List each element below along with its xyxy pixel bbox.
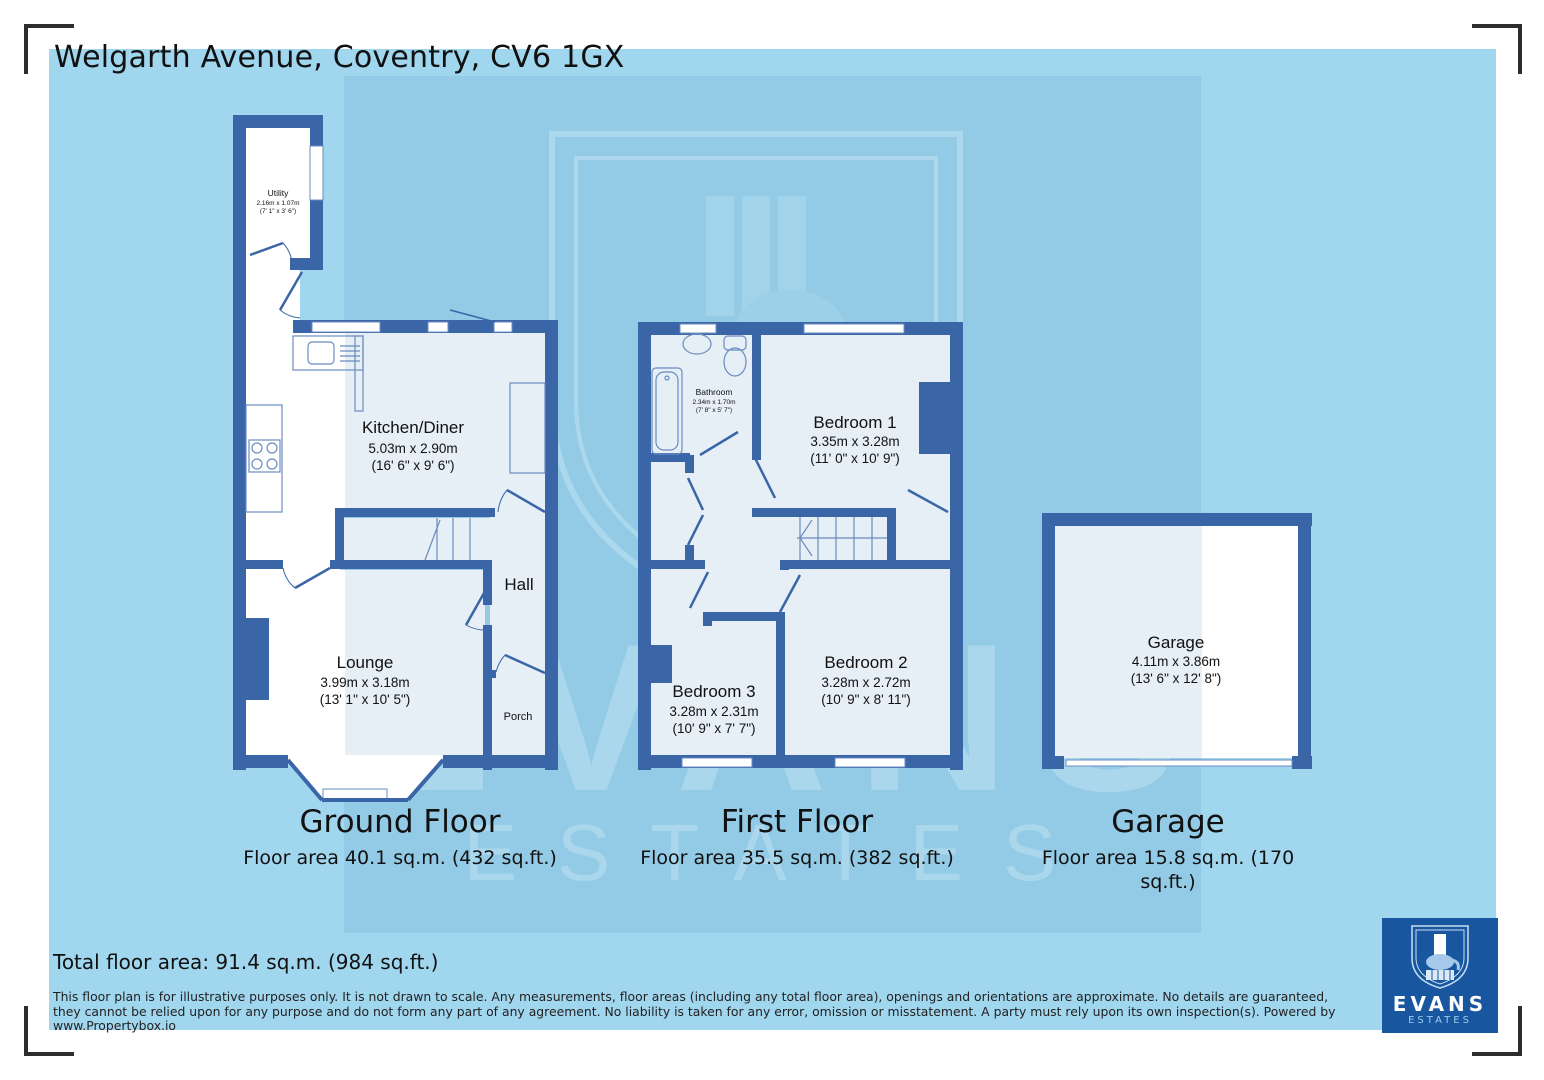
crest-elephant-icon — [1411, 925, 1469, 989]
evans-estates-logo: EVANS ESTATES — [1382, 918, 1498, 1033]
property-address-title: Welgarth Avenue, Coventry, CV6 1GX — [54, 40, 625, 75]
svg-text:4.11m x 3.86m: 4.11m x 3.86m — [1132, 654, 1220, 669]
svg-text:(10' 9" x 7' 7"): (10' 9" x 7' 7") — [672, 721, 755, 736]
crop-mark-top-left — [24, 24, 74, 74]
svg-text:Kitchen/Diner: Kitchen/Diner — [362, 418, 464, 437]
svg-text:3.99m x 3.18m: 3.99m x 3.18m — [320, 675, 409, 690]
floor-area: Floor area 35.5 sq.m. (382 sq.ft.) — [640, 847, 954, 869]
svg-text:(16' 6" x 9' 6"): (16' 6" x 9' 6") — [371, 458, 454, 473]
svg-text:ESTATES: ESTATES — [464, 808, 1097, 897]
svg-text:Bedroom 2: Bedroom 2 — [824, 653, 907, 672]
crop-mark-bottom-left — [24, 1006, 74, 1056]
svg-text:5.03m x 2.90m: 5.03m x 2.90m — [368, 441, 457, 456]
svg-text:2.34m x 1.70m: 2.34m x 1.70m — [693, 399, 736, 406]
svg-text:Garage: Garage — [1148, 633, 1205, 652]
logo-brand: EVANS — [1392, 992, 1488, 1016]
svg-text:Utility: Utility — [268, 188, 290, 198]
svg-text:(7' 8" x 5' 7"): (7' 8" x 5' 7") — [696, 407, 732, 414]
svg-text:3.35m x 3.28m: 3.35m x 3.28m — [810, 434, 899, 449]
svg-text:Lounge: Lounge — [337, 653, 394, 672]
svg-text:Porch: Porch — [504, 711, 533, 723]
floor-area-line-1: Floor area 15.8 sq.m. (170 — [1041, 847, 1295, 869]
floor-name: Ground Floor — [299, 804, 501, 840]
svg-text:3.28m x 2.72m: 3.28m x 2.72m — [821, 675, 910, 690]
svg-text:3.28m x 2.31m: 3.28m x 2.31m — [669, 704, 758, 719]
floor-name: First Floor — [720, 804, 874, 840]
first-floor-plan: Bathroom 2.34m x 1.70m (7' 8" x 5' 7") B… — [638, 322, 963, 770]
floor-area-line-2: sq.ft.) — [1140, 871, 1196, 893]
floor-area: Floor area 15.8 sq.m. (170 sq.ft.) — [1018, 846, 1318, 894]
svg-text:Bedroom 1: Bedroom 1 — [813, 413, 896, 432]
svg-text:(13' 1" x 10' 5"): (13' 1" x 10' 5") — [320, 692, 411, 707]
crop-mark-bottom-right — [1472, 1006, 1522, 1056]
svg-text:Bedroom 3: Bedroom 3 — [672, 682, 755, 701]
svg-text:Bathroom: Bathroom — [696, 387, 733, 397]
svg-text:2.16m x 1.07m: 2.16m x 1.07m — [257, 200, 300, 207]
garage-caption: Garage Floor area 15.8 sq.m. (170 sq.ft.… — [1018, 804, 1318, 894]
svg-text:Hall: Hall — [504, 575, 533, 594]
floor-area: Floor area 40.1 sq.m. (432 sq.ft.) — [243, 847, 557, 869]
disclaimer-text: This floor plan is for illustrative purp… — [53, 989, 1336, 1034]
svg-text:(13' 6" x 12' 8"): (13' 6" x 12' 8") — [1131, 671, 1222, 686]
svg-text:(7' 1" x 3' 6"): (7' 1" x 3' 6") — [260, 208, 296, 215]
svg-text:(11' 0" x 10' 9"): (11' 0" x 10' 9") — [810, 451, 900, 466]
svg-text:(10' 9" x 8' 11"): (10' 9" x 8' 11") — [821, 692, 911, 707]
ground-floor-plan: Utility 2.16m x 1.07m (7' 1" x 3' 6") Ki… — [233, 115, 558, 802]
floor-name: Garage — [1111, 804, 1225, 840]
ground-floor-caption: Ground Floor Floor area 40.1 sq.m. (432 … — [200, 804, 600, 870]
total-floor-area: Total floor area: 91.4 sq.m. (984 sq.ft.… — [53, 950, 439, 974]
first-floor-caption: First Floor Floor area 35.5 sq.m. (382 s… — [597, 804, 997, 870]
logo-subtitle: ESTATES — [1408, 1015, 1472, 1026]
crop-mark-top-right — [1472, 24, 1522, 74]
garage-plan: Garage 4.11m x 3.86m (13' 6" x 12' 8") — [1042, 513, 1312, 769]
